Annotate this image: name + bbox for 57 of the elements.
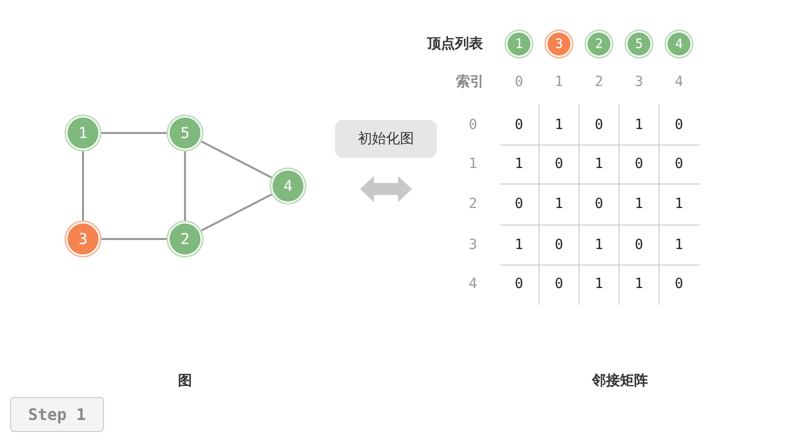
- edge-line: [200, 193, 272, 232]
- matrix-value: 0: [594, 117, 604, 133]
- vertex-circle: 3: [66, 222, 100, 256]
- vertex-circle: 1: [66, 116, 100, 150]
- vertex-circle: 4: [666, 31, 692, 57]
- index-number: 3: [468, 237, 478, 253]
- matrix-value: 0: [514, 196, 524, 212]
- matrix-value: 1: [634, 117, 644, 133]
- matrix-value: 0: [594, 196, 604, 212]
- index-number: 3: [634, 74, 644, 90]
- matrix-value: 0: [674, 156, 684, 172]
- vertex-circle: 5: [168, 116, 202, 150]
- row-heading: 索引: [456, 73, 484, 91]
- matrix-value: 0: [634, 156, 644, 172]
- matrix-value: 0: [514, 276, 524, 292]
- index-number: 4: [674, 74, 684, 90]
- matrix-value: 0: [674, 276, 684, 292]
- index-number: 1: [554, 74, 564, 90]
- caption: 邻接矩阵: [592, 372, 648, 390]
- row-heading: 顶点列表: [427, 35, 483, 53]
- index-number: 4: [468, 276, 478, 292]
- edge-line: [82, 151, 84, 221]
- index-number: 2: [594, 74, 604, 90]
- matrix-value: 0: [554, 237, 564, 253]
- matrix-value: 0: [514, 117, 524, 133]
- matrix-value: 0: [554, 276, 564, 292]
- matrix-value: 1: [554, 117, 564, 133]
- index-number: 2: [468, 196, 478, 212]
- matrix-value: 1: [514, 237, 524, 253]
- caption: 图: [178, 372, 192, 390]
- matrix-value: 1: [594, 156, 604, 172]
- index-number: 0: [514, 74, 524, 90]
- matrix-value: 1: [674, 237, 684, 253]
- vertex-circle: 2: [586, 31, 612, 57]
- matrix-value: 1: [554, 196, 564, 212]
- edge-line: [101, 132, 167, 134]
- matrix-value: 1: [594, 237, 604, 253]
- vertex-circle: 4: [271, 169, 305, 203]
- matrix-value: 1: [674, 196, 684, 212]
- vertex-circle: 3: [546, 31, 572, 57]
- vertex-circle: 5: [626, 31, 652, 57]
- edge-line: [184, 151, 186, 221]
- index-number: 0: [468, 117, 478, 133]
- matrix-value: 0: [634, 237, 644, 253]
- matrix-value: 1: [514, 156, 524, 172]
- matrix-value: 0: [554, 156, 564, 172]
- vertex-circle: 1: [506, 31, 532, 57]
- edge-line: [101, 238, 167, 240]
- step-button: Step 1: [10, 397, 104, 432]
- action-button: 初始化图: [335, 120, 437, 158]
- matrix-value: 1: [594, 276, 604, 292]
- matrix-value: 0: [674, 117, 684, 133]
- matrix-value: 1: [634, 276, 644, 292]
- edge-line: [200, 140, 272, 179]
- index-number: 1: [468, 156, 478, 172]
- matrix-value: 1: [634, 196, 644, 212]
- vertex-circle: 2: [168, 222, 202, 256]
